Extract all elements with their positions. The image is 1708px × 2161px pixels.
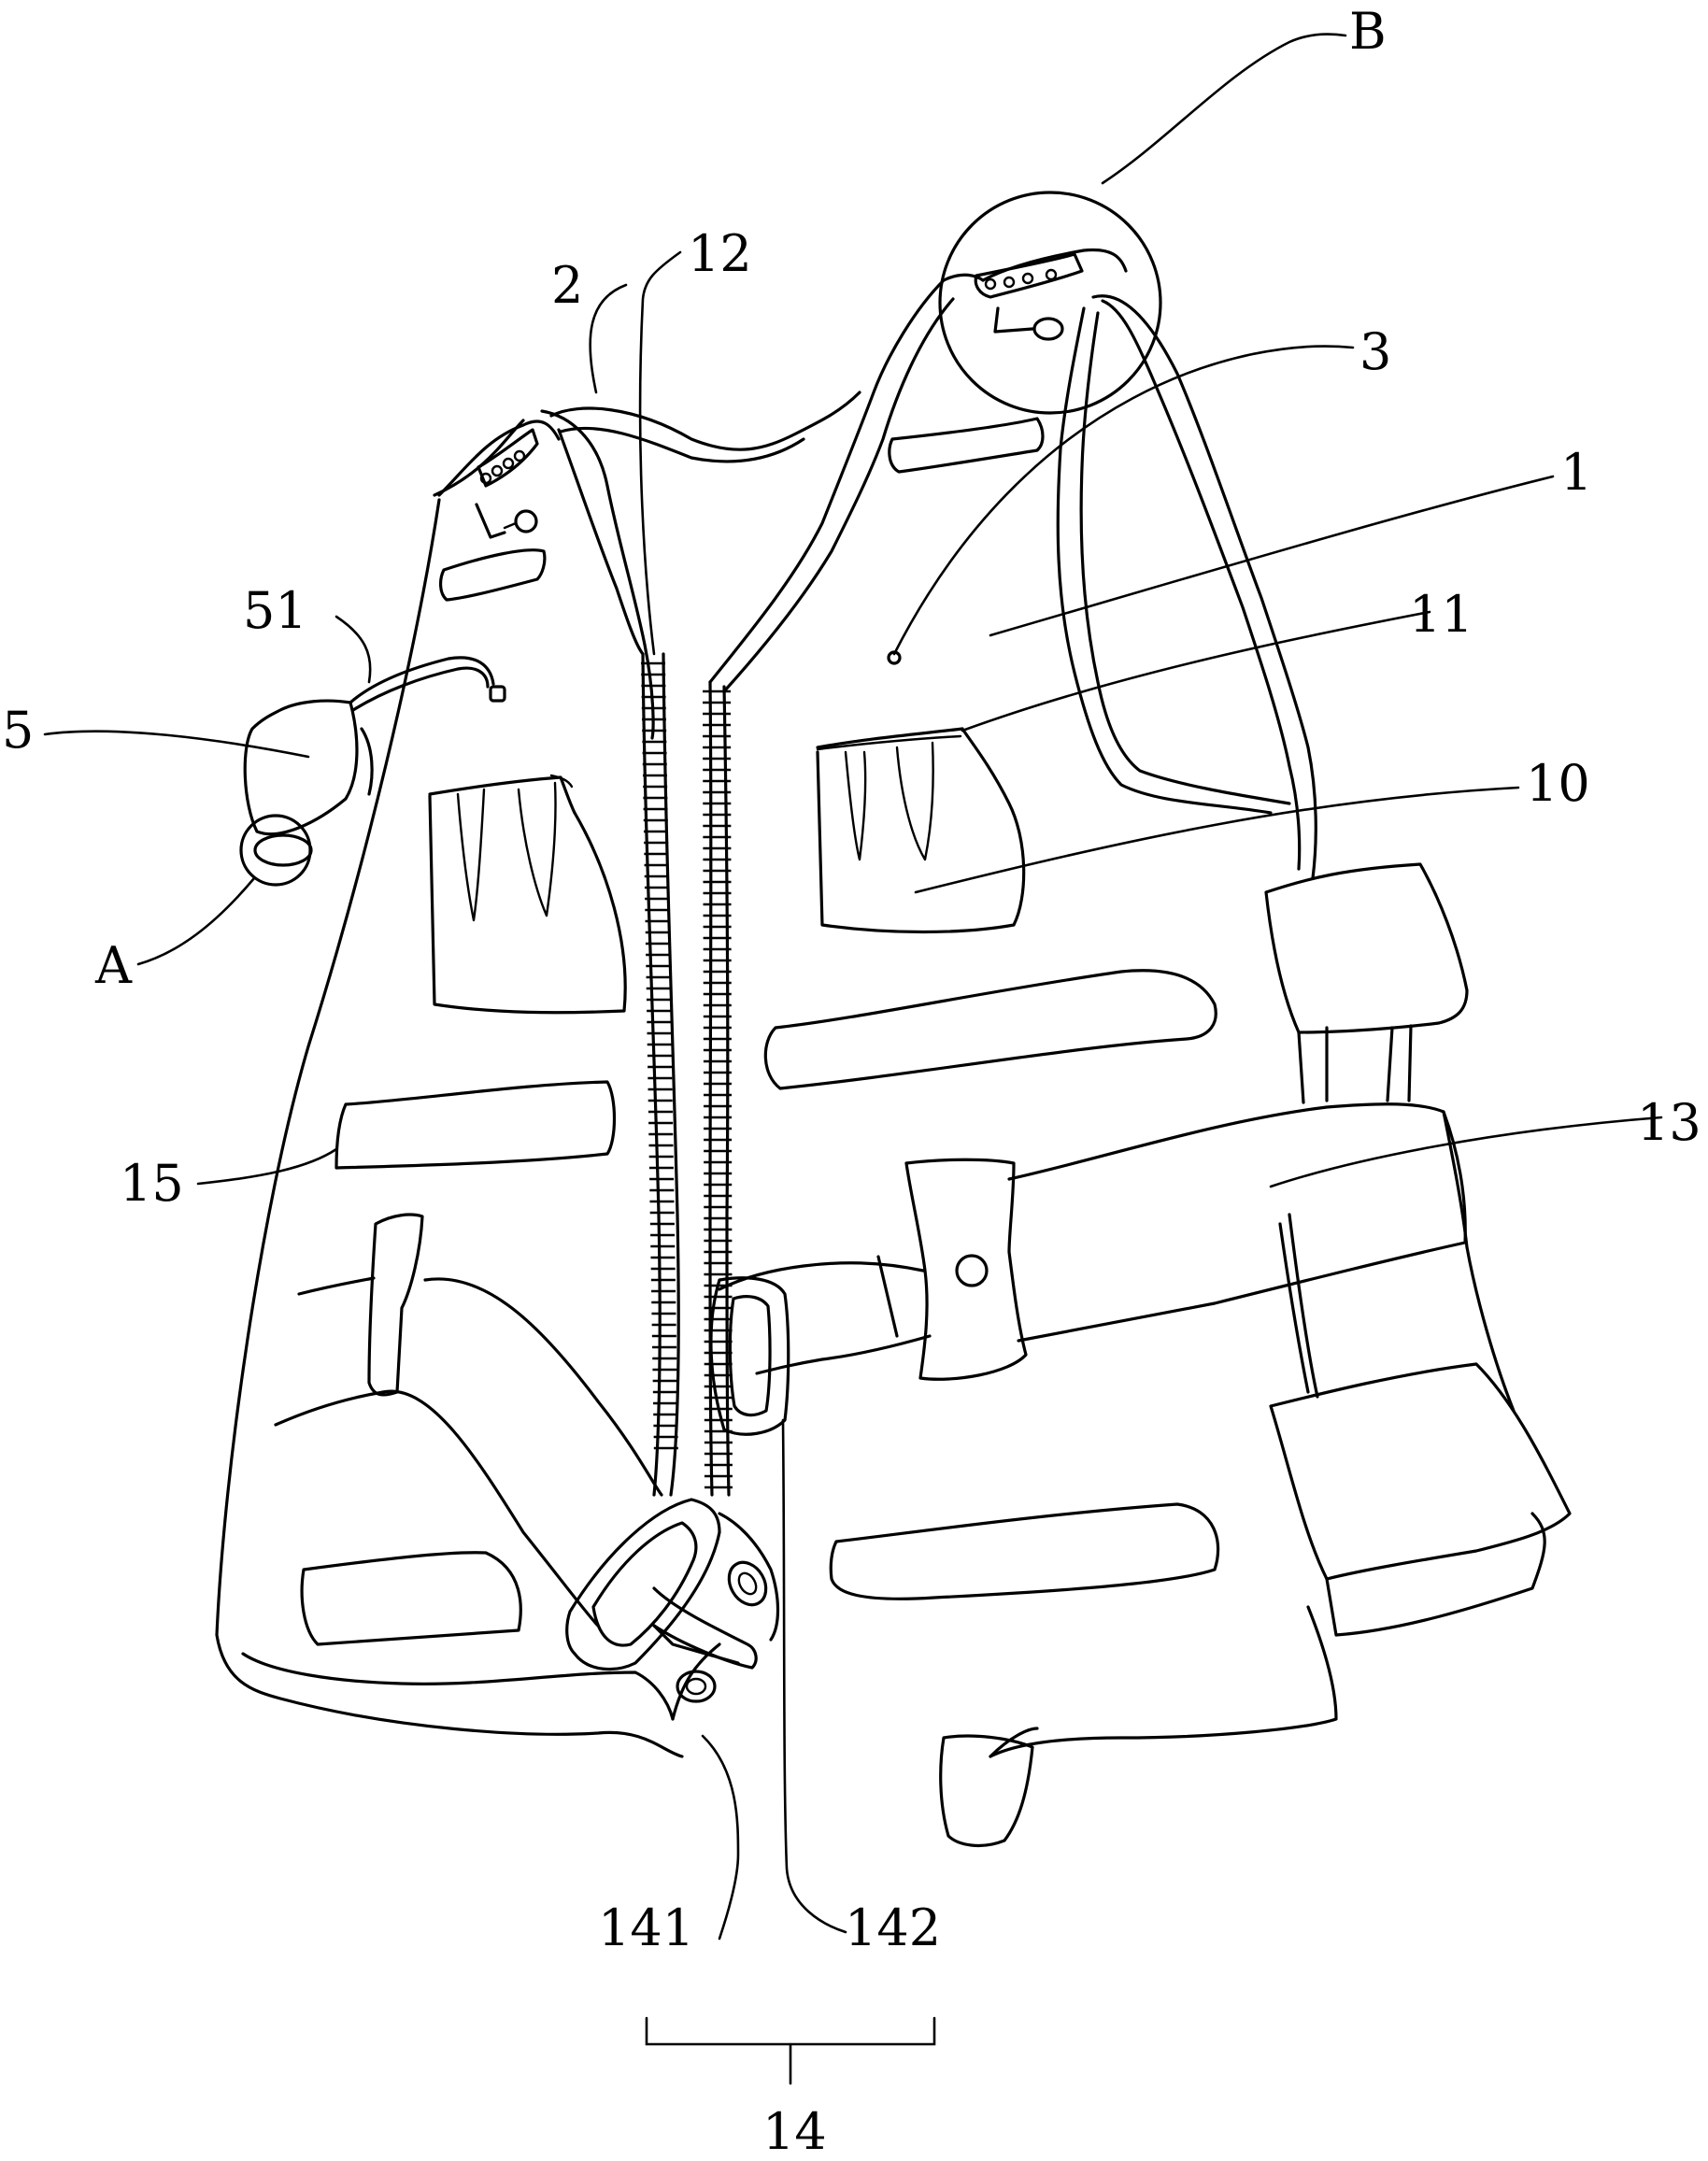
label-10: 10 bbox=[1526, 754, 1590, 813]
detail-circle-a bbox=[241, 816, 310, 885]
label-11: 11 bbox=[1409, 585, 1473, 644]
detail-circle-b bbox=[940, 192, 1160, 413]
label-1: 1 bbox=[1560, 443, 1592, 502]
label-14: 14 bbox=[762, 2102, 827, 2161]
left-front-panel bbox=[217, 392, 860, 1756]
bottom-buckle-14 bbox=[567, 1500, 778, 1701]
inflator-cylinder-5 bbox=[245, 658, 493, 834]
right-front-panel bbox=[710, 249, 1570, 1845]
label-51: 51 bbox=[243, 581, 307, 640]
label-2: 2 bbox=[551, 256, 583, 315]
label-12: 12 bbox=[688, 224, 752, 283]
label-141: 141 bbox=[598, 1898, 694, 1957]
label-15: 15 bbox=[120, 1154, 184, 1213]
label-5: 5 bbox=[2, 701, 34, 760]
label-13: 13 bbox=[1637, 1093, 1701, 1152]
label-142: 142 bbox=[845, 1898, 941, 1957]
label-a: A bbox=[94, 936, 133, 995]
bracket-14 bbox=[647, 2018, 934, 2083]
front-zipper bbox=[641, 654, 733, 1495]
label-b: B bbox=[1349, 2, 1387, 61]
leader-lines bbox=[45, 34, 1661, 1939]
label-3: 3 bbox=[1359, 322, 1391, 381]
